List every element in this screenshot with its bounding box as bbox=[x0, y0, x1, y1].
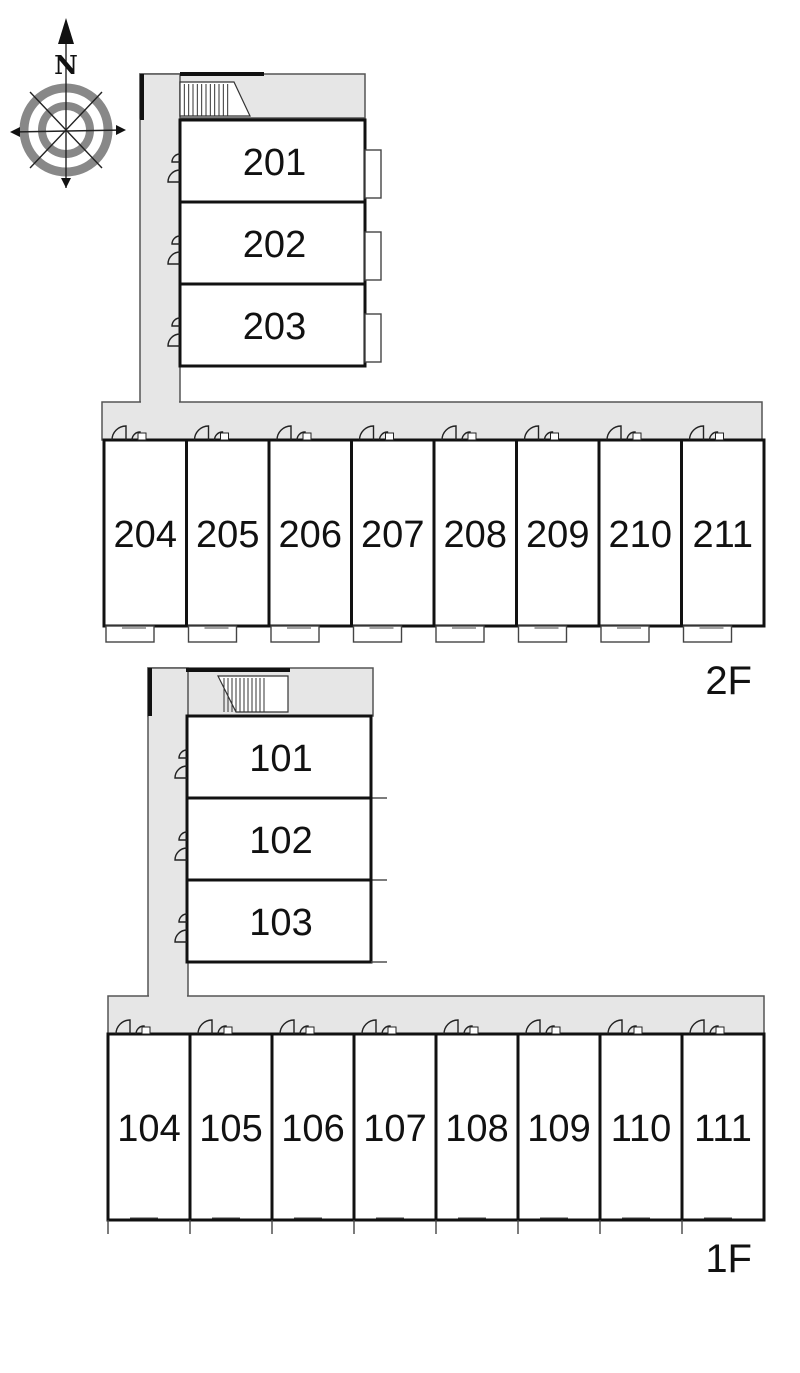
room-number-211: 211 bbox=[692, 514, 753, 556]
room-number-101: 101 bbox=[249, 738, 312, 780]
staircase-icon bbox=[179, 81, 251, 117]
room-number-106: 106 bbox=[281, 1108, 344, 1150]
north-label: N bbox=[54, 51, 78, 81]
door-icon bbox=[167, 317, 181, 347]
room-107 bbox=[352, 1032, 438, 1222]
door-icon bbox=[276, 425, 312, 441]
room-206 bbox=[267, 438, 353, 628]
room-number-210: 210 bbox=[609, 514, 672, 556]
balcony bbox=[682, 625, 733, 643]
balcony bbox=[364, 231, 382, 281]
balcony bbox=[105, 625, 155, 643]
door-icon bbox=[606, 425, 642, 441]
door-icon bbox=[358, 425, 394, 441]
balcony bbox=[270, 625, 320, 643]
door-icon bbox=[174, 913, 188, 943]
room-number-105: 105 bbox=[199, 1108, 262, 1150]
balcony bbox=[435, 625, 485, 643]
room-number-111: 111 bbox=[694, 1108, 752, 1150]
room-109 bbox=[516, 1032, 602, 1222]
door-icon bbox=[361, 1019, 397, 1035]
room-number-201: 201 bbox=[243, 142, 306, 184]
staircase-icon bbox=[217, 675, 289, 713]
room-number-109: 109 bbox=[527, 1108, 590, 1150]
room-108 bbox=[434, 1032, 520, 1222]
room-number-207: 207 bbox=[361, 514, 424, 556]
floor-label-1f: 1F bbox=[705, 1237, 752, 1281]
room-number-202: 202 bbox=[243, 224, 306, 266]
door-icon bbox=[193, 425, 229, 441]
room-number-102: 102 bbox=[249, 820, 312, 862]
door-icon bbox=[167, 235, 181, 265]
door-icon bbox=[174, 831, 188, 861]
room-203 bbox=[178, 282, 367, 368]
floor-1f-plan: 101 102 103 104 105 106 107 108 109 110 111 1F bbox=[106, 667, 766, 1281]
door-icon bbox=[115, 1019, 151, 1035]
room-number-104: 104 bbox=[117, 1108, 180, 1150]
room-number-103: 103 bbox=[249, 902, 312, 944]
room-209 bbox=[515, 438, 601, 628]
floor-2f-plan: 201 202 203 204 205 206 207 208 209 210 211 2F bbox=[101, 72, 766, 703]
balcony bbox=[352, 625, 403, 643]
room-111 bbox=[680, 1032, 766, 1222]
balcony bbox=[187, 625, 238, 643]
room-208 bbox=[432, 438, 518, 628]
balcony bbox=[600, 625, 650, 643]
door-icon bbox=[688, 425, 724, 441]
door-icon bbox=[111, 425, 147, 441]
room-number-110: 110 bbox=[611, 1108, 672, 1150]
balcony bbox=[517, 625, 568, 643]
room-number-107: 107 bbox=[363, 1108, 426, 1150]
room-102 bbox=[185, 796, 373, 882]
room-210 bbox=[597, 438, 683, 628]
door-icon bbox=[197, 1019, 233, 1035]
room-207 bbox=[350, 438, 436, 628]
compass-rose-icon: N bbox=[10, 18, 126, 188]
door-icon bbox=[443, 1019, 479, 1035]
door-icon bbox=[523, 425, 559, 441]
door-icon bbox=[279, 1019, 315, 1035]
room-number-204: 204 bbox=[114, 514, 177, 556]
room-number-203: 203 bbox=[243, 306, 306, 348]
room-number-205: 205 bbox=[196, 514, 259, 556]
room-number-208: 208 bbox=[444, 514, 507, 556]
room-103 bbox=[185, 878, 373, 964]
room-number-209: 209 bbox=[526, 514, 589, 556]
room-number-108: 108 bbox=[445, 1108, 508, 1150]
door-icon bbox=[167, 153, 181, 183]
door-icon bbox=[174, 749, 188, 779]
door-icon bbox=[689, 1019, 725, 1035]
balcony bbox=[364, 313, 382, 363]
door-icon bbox=[441, 425, 477, 441]
door-icon bbox=[607, 1019, 643, 1035]
room-204 bbox=[102, 438, 188, 628]
room-number-206: 206 bbox=[279, 514, 342, 556]
floor-label-2f: 2F bbox=[705, 659, 752, 703]
door-icon bbox=[525, 1019, 561, 1035]
balcony bbox=[364, 149, 382, 199]
